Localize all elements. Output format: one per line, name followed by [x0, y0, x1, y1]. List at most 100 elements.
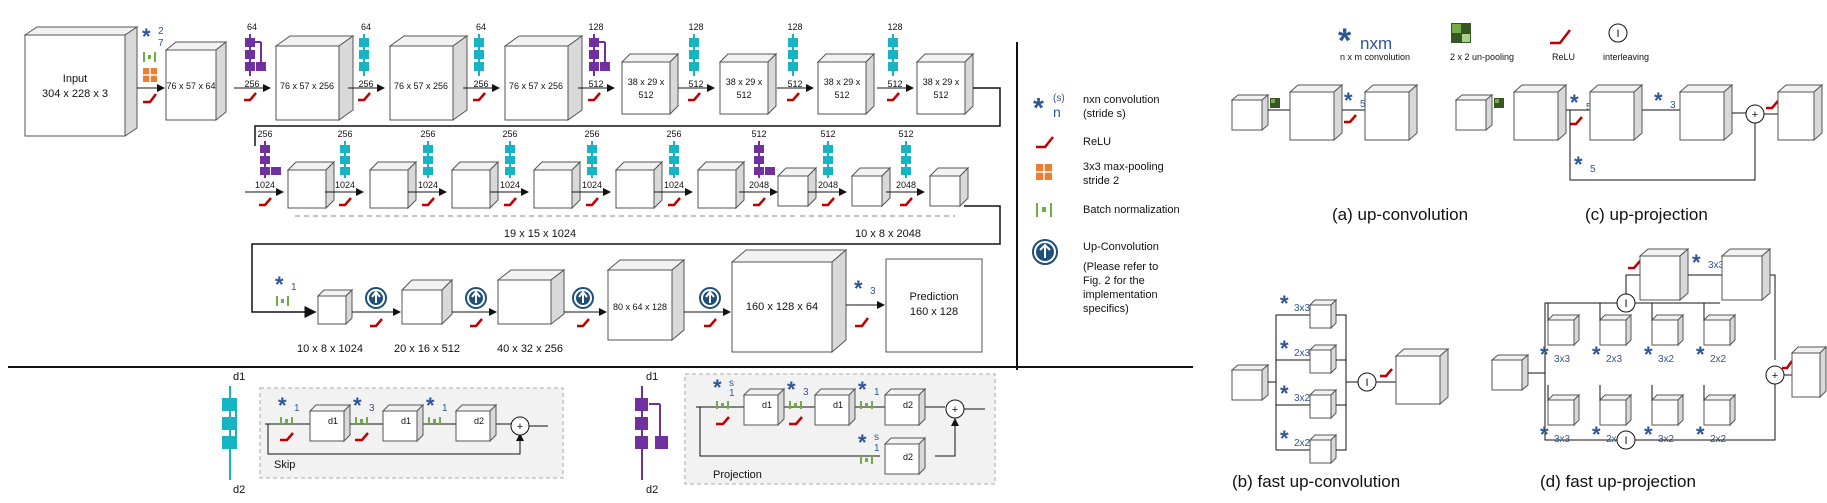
svg-text:40 x 32 x 256: 40 x 32 x 256 — [497, 343, 563, 355]
svg-text:Batch normalization: Batch normalization — [1083, 204, 1180, 216]
svg-text:d1: d1 — [233, 371, 245, 383]
svg-text:1024: 1024 — [335, 180, 355, 190]
cube — [286, 160, 336, 210]
svg-text:Fig. 2 for the: Fig. 2 for the — [1083, 275, 1145, 287]
svg-text:1024: 1024 — [418, 180, 438, 190]
svg-text:76 x 57 x 256: 76 x 57 x 256 — [509, 81, 563, 91]
svg-text:nxm: nxm — [1360, 34, 1392, 53]
svg-text:512: 512 — [751, 129, 766, 139]
relu-icon — [787, 92, 800, 102]
relu-icon — [704, 318, 717, 328]
svg-text:ReLU: ReLU — [1552, 52, 1575, 62]
svg-text:3: 3 — [369, 403, 375, 414]
svg-text:3: 3 — [1670, 100, 1676, 111]
svg-text:(a) up-convolution: (a) up-convolution — [1332, 205, 1468, 224]
svg-text:1: 1 — [291, 282, 297, 293]
svg-text:128: 128 — [787, 22, 802, 32]
svg-text:38 x 29 x: 38 x 29 x — [923, 77, 960, 87]
svg-text:s: s — [874, 432, 879, 443]
right-panel: * nxm n x m convolution 2 x 2 un-pooling… — [1230, 22, 1827, 491]
svg-text:76 x 57 x 64: 76 x 57 x 64 — [166, 81, 215, 91]
svg-text:2 x 2 un-pooling: 2 x 2 un-pooling — [1450, 52, 1514, 62]
conv-box: *2x2 — [1280, 426, 1338, 465]
svg-text:d1: d1 — [646, 371, 658, 383]
conv1-size: 7 — [158, 38, 164, 49]
cube-d5: 160 x 128 x 64 — [730, 248, 848, 354]
svg-text:*: * — [1033, 92, 1044, 123]
svg-text:256: 256 — [473, 79, 488, 89]
svg-text:d1: d1 — [401, 416, 411, 426]
svg-text:64: 64 — [247, 22, 257, 32]
svg-text:3x3 max-pooling: 3x3 max-pooling — [1083, 161, 1164, 173]
svg-text:Skip: Skip — [274, 459, 295, 471]
svg-text:+: + — [1772, 370, 1778, 382]
svg-text:(d) fast up-projection: (d) fast up-projection — [1540, 472, 1696, 491]
svg-text:5: 5 — [1586, 102, 1592, 113]
conv1-icon: * — [142, 24, 151, 49]
svg-text:*: * — [1280, 381, 1289, 406]
svg-text:*: * — [1696, 342, 1705, 367]
relu-icon — [370, 318, 383, 328]
conv-box: *3x2 — [1644, 313, 1685, 367]
svg-text:512: 512 — [834, 90, 849, 100]
svg-text:76 x 57 x 256: 76 x 57 x 256 — [394, 81, 448, 91]
svg-text:3x3: 3x3 — [1554, 354, 1571, 365]
relu-icon — [470, 318, 483, 328]
svg-text:(Please refer to: (Please refer to — [1083, 261, 1158, 273]
panel-d: *3x3*2x3*3x2*2x2*3x3*2x3*3x2*2x2 I I *3x… — [1490, 247, 1827, 491]
svg-text:*: * — [278, 393, 287, 418]
svg-text:5: 5 — [1360, 99, 1366, 110]
svg-text:2x2: 2x2 — [1710, 354, 1727, 365]
cube — [450, 160, 500, 210]
relu-icon — [1550, 29, 1571, 45]
svg-text:10 x 8 x 1024: 10 x 8 x 1024 — [297, 343, 363, 355]
svg-text:2x3: 2x3 — [1606, 354, 1623, 365]
svg-text:*: * — [1338, 22, 1352, 60]
svg-text:*: * — [854, 276, 863, 301]
relu-icon — [143, 93, 157, 104]
svg-text:3x3: 3x3 — [1554, 434, 1571, 445]
row2: 2561024256102425610242561024256102425610… — [245, 129, 1001, 318]
svg-text:256: 256 — [420, 129, 435, 139]
svg-text:20 x 16 x 512: 20 x 16 x 512 — [394, 343, 460, 355]
svg-text:1024: 1024 — [500, 180, 520, 190]
up-convolution-icon — [465, 287, 487, 328]
svg-text:Projection: Projection — [713, 469, 762, 481]
svg-text:256: 256 — [244, 79, 259, 89]
conv-box: *3x3 — [1540, 313, 1581, 367]
svg-text:I: I — [1624, 435, 1627, 447]
relu-icon — [1036, 136, 1054, 149]
cube — [776, 166, 818, 208]
svg-text:64: 64 — [361, 22, 371, 32]
svg-text:38 x 29 x: 38 x 29 x — [628, 77, 665, 87]
svg-text:3x3: 3x3 — [1708, 260, 1725, 271]
conv-box: *2x2 — [1696, 393, 1737, 447]
svg-text:3x3: 3x3 — [1294, 303, 1311, 314]
cube-d1 — [316, 288, 354, 326]
panel-a: * 5 (a) up-convolution — [1230, 83, 1468, 224]
svg-text:2x3: 2x3 — [1606, 434, 1623, 445]
res-icon: 64 256 — [234, 22, 271, 102]
svg-text:*: * — [1344, 88, 1353, 113]
svg-text:d2: d2 — [903, 452, 913, 462]
svg-text:stride 2: stride 2 — [1083, 175, 1119, 187]
svg-text:*: * — [1570, 90, 1579, 115]
svg-text:512: 512 — [688, 79, 703, 89]
svg-text:128: 128 — [887, 22, 902, 32]
svg-text:+: + — [517, 421, 523, 433]
svg-text:nxn convolution: nxn convolution — [1083, 94, 1159, 106]
svg-text:512: 512 — [820, 129, 835, 139]
relu-icon — [588, 92, 601, 102]
svg-text:512: 512 — [736, 90, 751, 100]
cube-b1: 76 x 57 x 64 — [164, 40, 228, 122]
svg-text:*: * — [1280, 426, 1289, 451]
svg-text:512: 512 — [787, 79, 802, 89]
svg-text:1: 1 — [874, 387, 880, 398]
